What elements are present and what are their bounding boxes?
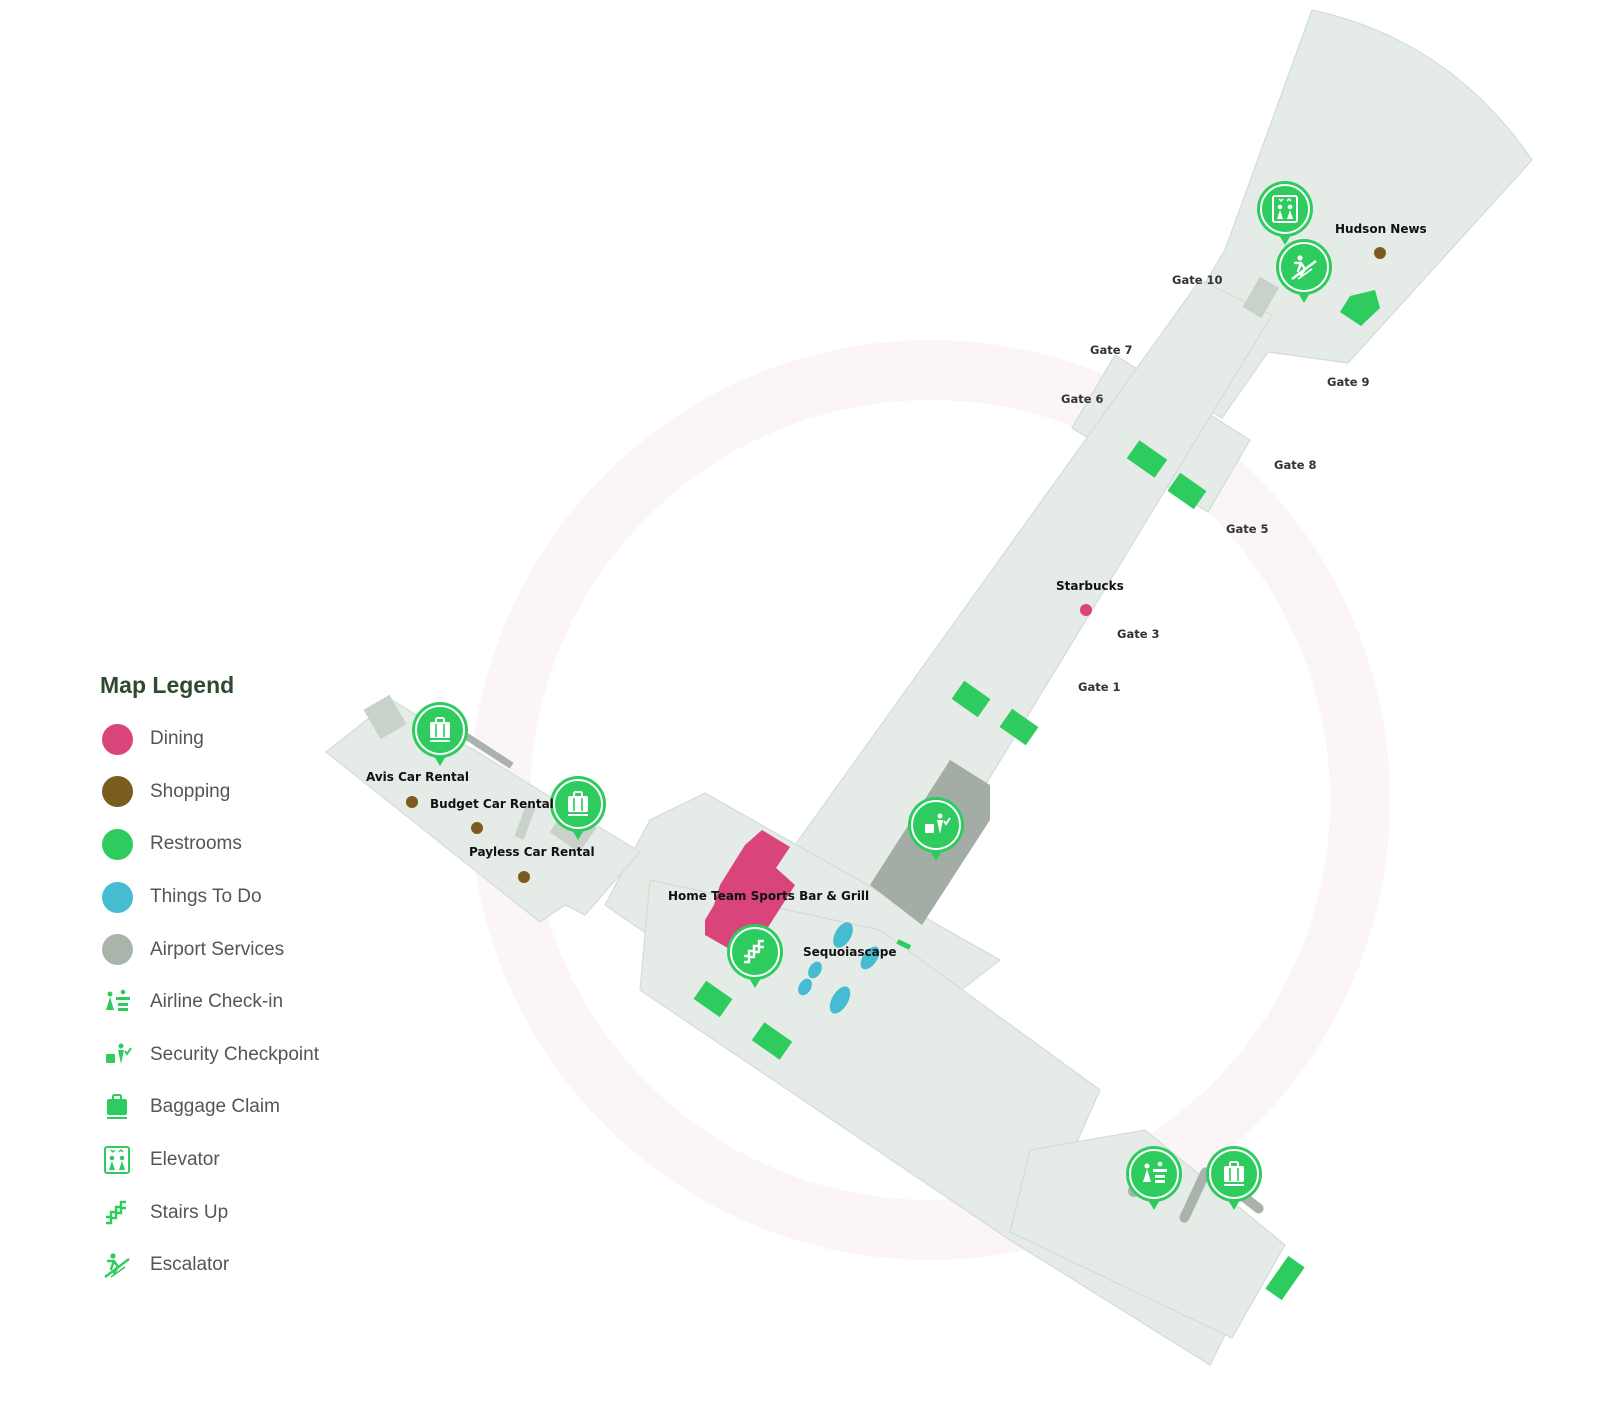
restrooms-swatch [101,828,133,860]
sequoiascape-label: Sequoiascape [803,945,896,959]
legend-label: Baggage Claim [150,1096,280,1118]
avis-car-rental-dot[interactable] [406,796,418,808]
legend-label: Shopping [150,780,231,802]
starbucks-dot[interactable] [1080,604,1092,616]
legend-label: Things To Do [150,886,262,908]
stairs-up-pin[interactable] [727,924,783,988]
legend-item-dining: Dining [98,713,398,766]
legend-label: Airline Check-in [150,991,284,1013]
legend-item-elevator: Elevator [98,1134,398,1187]
gate-10-label: Gate 10 [1172,273,1223,287]
budget-car-rental-label: Budget Car Rental [430,797,554,811]
hudson-news-label: Hudson News [1335,222,1427,236]
legend-item-restrooms: Restrooms [98,818,398,871]
home-team-sports-bar-label: Home Team Sports Bar & Grill [668,889,869,903]
legend-title: Map Legend [100,672,235,698]
legend-label: Stairs Up [150,1201,229,1223]
legend-item-escalator: Escalator [98,1239,398,1292]
baggage-claim-icon [106,1094,128,1121]
payless-car-rental-dot[interactable] [518,871,530,883]
gate-1-label: Gate 1 [1078,680,1121,694]
payless-car-rental-label: Payless Car Rental [469,845,595,859]
security-checkpoint-icon [105,1042,132,1065]
legend-label: Restrooms [150,833,242,855]
legend-item-baggage-claim: Baggage Claim [98,1081,398,1134]
baggage-claim-pin[interactable] [550,776,606,840]
terminal-floor [325,9,1533,1366]
legend-label: Security Checkpoint [150,1043,319,1065]
sequoiascape-area[interactable] [795,919,883,1017]
shopping-swatch [101,776,133,808]
legend-item-airline-checkin: Airline Check-in [98,976,398,1029]
gate-7-label: Gate 7 [1090,343,1133,357]
baggage-claim-pin[interactable] [1206,1146,1262,1210]
security-checkpoint-pin[interactable] [908,797,964,861]
restrooms[interactable] [693,290,1380,1301]
legend-label: Dining [150,728,204,750]
budget-car-rental-dot[interactable] [471,822,483,834]
home-team-dining-area[interactable] [705,830,795,955]
things-to-do-swatch [101,881,133,913]
map-legend: Map Legend Dining Shopping Restrooms Thi… [98,672,398,1292]
gate-3-label: Gate 3 [1117,627,1160,641]
legend-item-security-checkpoint: Security Checkpoint [98,1029,398,1082]
hudson-news-dot[interactable] [1374,247,1386,259]
baggage-claim-pin[interactable] [412,702,468,766]
stairs-up-icon [104,1200,128,1224]
elevator-pin[interactable] [1257,181,1313,245]
legend-item-things-to-do: Things To Do [98,871,398,924]
airline-checkin-icon [106,989,130,1012]
gate-9-label: Gate 9 [1327,375,1370,389]
legend-item-airport-services: Airport Services [98,923,398,976]
gate-8-label: Gate 8 [1274,458,1317,472]
legend-label: Elevator [150,1149,220,1171]
starbucks-label: Starbucks [1056,579,1124,593]
legend-item-shopping: Shopping [98,766,398,819]
escalator-icon [103,1252,131,1279]
avis-car-rental-label: Avis Car Rental [366,770,469,784]
dining-swatch [101,723,133,755]
legend-label: Escalator [150,1254,230,1276]
elevator-icon [104,1146,130,1175]
escalator-pin[interactable] [1276,239,1332,303]
airline-checkin-pin[interactable] [1126,1146,1182,1210]
legend-label: Airport Services [150,938,285,960]
airport-services-swatch [101,934,133,966]
gate-6-label: Gate 6 [1061,392,1104,406]
legend-item-stairs-up: Stairs Up [98,1186,398,1239]
gate-5-label: Gate 5 [1226,522,1269,536]
